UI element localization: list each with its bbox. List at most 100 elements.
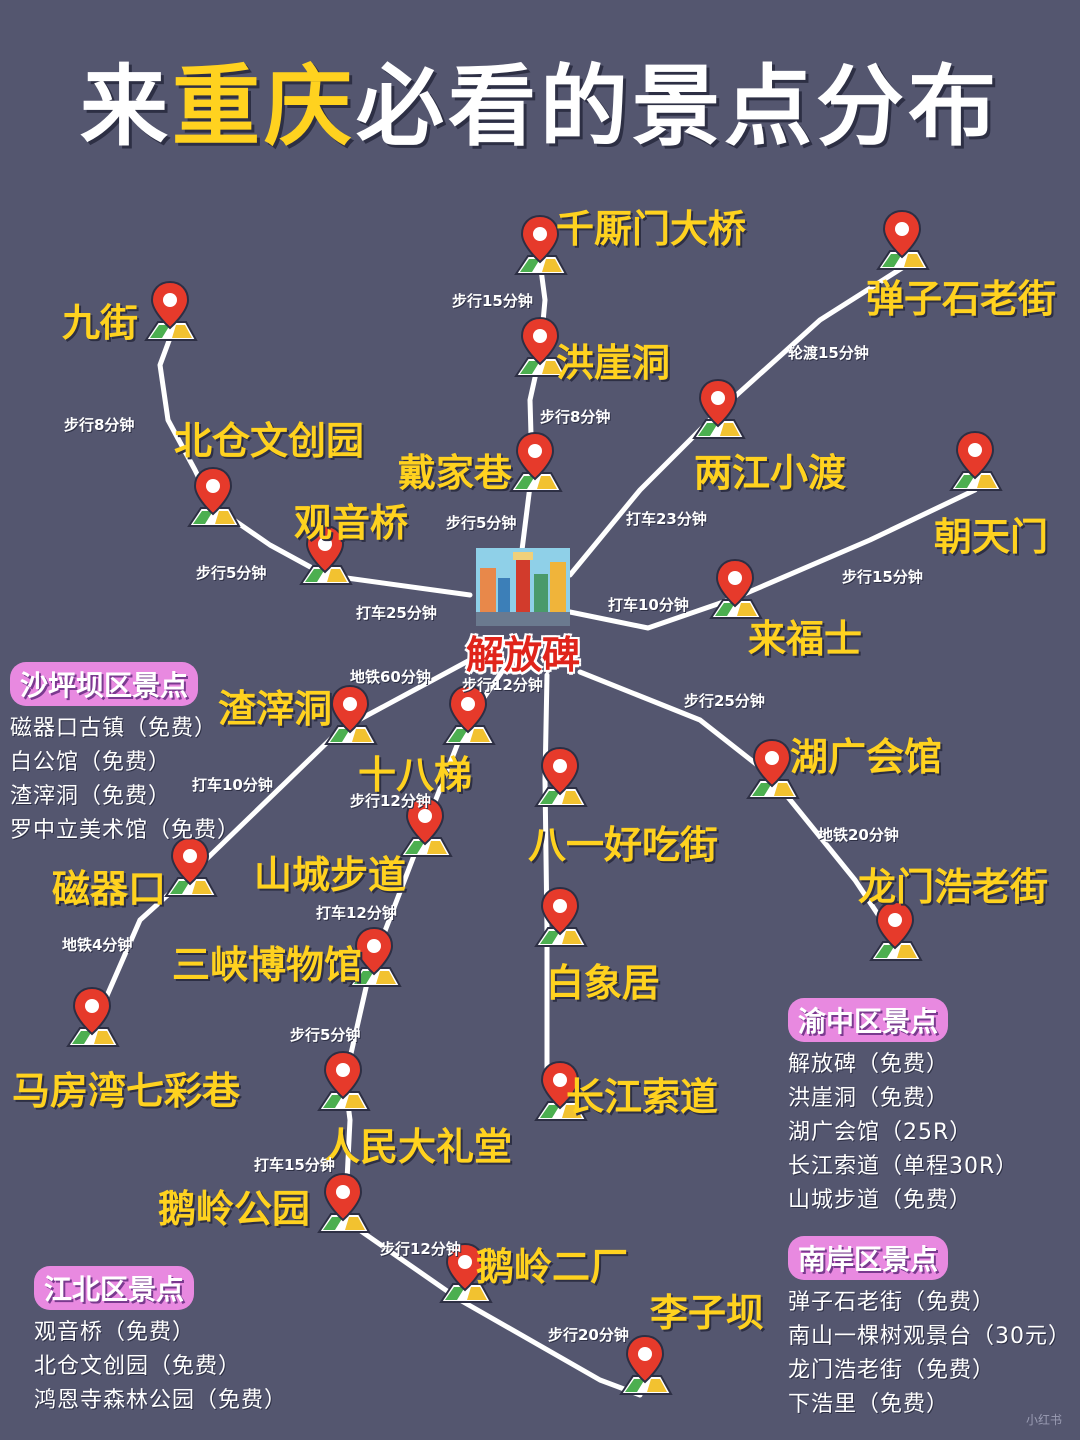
district-title: 江北区景点 (34, 1266, 195, 1310)
map-pin-huguang-icon (744, 736, 800, 802)
map-pin-shancheng-icon (397, 794, 453, 860)
district-item: 磁器口古镇（免费） (10, 716, 218, 741)
edge-huguang-longmenhao: 地铁20分钟 (818, 826, 899, 844)
map-pin-liangjiang-icon (690, 376, 746, 442)
district-jiangbei: 江北区景点 观音桥（免费） 北仓文创园（免费） 鸿恩寺森林公园（免费） (34, 1266, 287, 1418)
map-pin-bayi-icon (532, 744, 588, 810)
map-pin-daijiaxiang-icon (507, 429, 563, 495)
district-item: 鸿恩寺森林公园（免费） (34, 1388, 288, 1413)
place-liangjiang: 两江小渡 (694, 451, 847, 495)
place-shancheng: 山城步道 (254, 853, 407, 897)
edge-huguang-center: 步行25分钟 (684, 692, 765, 710)
district-item: 湖广会馆（25R） (788, 1120, 973, 1145)
place-ciqikou: 磁器口 (52, 867, 167, 911)
map-pin-eling2-icon (437, 1240, 493, 1306)
district-item: 长江索道（单程30R） (788, 1154, 1019, 1179)
district-item: 下浩里（免费） (788, 1392, 950, 1417)
edge-shancheng-sanxia: 打车12分钟 (316, 904, 397, 922)
edge-guanyinqiao-center: 打车25分钟 (356, 604, 437, 622)
district-item: 弹子石老街（免费） (788, 1290, 996, 1315)
map-pin-zhazidong-icon (322, 682, 378, 748)
edge-eling-eling2: 步行12分钟 (380, 1240, 461, 1258)
district-shapingba: 沙坪坝区景点 磁器口古镇（免费） 白公馆（免费） 渣滓洞（免费） 罗中立美术馆（… (10, 662, 240, 848)
page-title: 来重庆必看的景点分布 (79, 55, 1001, 158)
map-pin-suodao-icon (532, 1058, 588, 1124)
map-pin-hongyadong-icon (512, 314, 568, 380)
place-laifushi: 来福士 (748, 617, 863, 661)
route-longmenhao-center (577, 669, 898, 943)
map-pin-guanyinqiao-icon (297, 522, 353, 588)
place-bayi: 八一好吃街 (528, 823, 719, 867)
district-item: 山城步道（免费） (788, 1188, 973, 1213)
jiefangbei-icon (476, 548, 570, 626)
edge-ciqikou-mafangwan: 地铁4分钟 (62, 936, 133, 954)
place-guanyinqiao: 观音桥 (294, 501, 409, 545)
district-item: 罗中立美术馆（免费） (10, 818, 241, 843)
edge-shibati-center: 步行12分钟 (462, 676, 543, 694)
place-renmin: 人民大礼堂 (322, 1125, 513, 1169)
route-suodao-center (542, 672, 550, 1093)
place-sanxia: 三峡博物馆 (172, 943, 363, 987)
map-pin-eling-icon (315, 1170, 371, 1236)
map-pin-laifushi-icon (707, 556, 763, 622)
edge-liangjiang-center: 打车23分钟 (626, 510, 707, 528)
district-item: 白公馆（免费） (10, 750, 172, 775)
edge-danzishi-liangjiang: 轮渡15分钟 (788, 344, 869, 362)
edge-laifushi-center: 打车10分钟 (608, 596, 689, 614)
district-item: 龙门浩老街（免费） (788, 1358, 996, 1383)
place-suodao: 长江索道 (566, 1075, 719, 1119)
map-pin-baixiangju-icon (532, 884, 588, 950)
jiefangbei-label: 解放碑 (466, 633, 581, 677)
place-daijiaxiang: 戴家巷 (398, 451, 513, 495)
map-pin-jiujie-icon (142, 278, 198, 344)
edge-jiujie-beicang: 步行8分钟 (64, 416, 135, 434)
place-huguang: 湖广会馆 (790, 735, 943, 779)
district-item: 解放碑（免费） (788, 1052, 950, 1077)
district-nanan: 南岸区景点 弹子石老街（免费） 南山一棵树观景台（30元） 龙门浩老街（免费） … (788, 1236, 1071, 1422)
place-eling2: 鹅岭二厂 (476, 1245, 629, 1289)
edge-chaotianmen-laifushi: 步行15分钟 (842, 568, 923, 586)
district-item: 渣滓洞（免费） (10, 784, 172, 809)
district-yuzhong: 渝中区景点 解放碑（免费） 洪崖洞（免费） 湖广会馆（25R） 长江索道（单程3… (788, 998, 1018, 1218)
map-pin-qiansimen-icon (512, 212, 568, 278)
place-longmenhao: 龙门浩老街 (858, 865, 1049, 909)
map-pin-danzishi-icon (874, 207, 930, 273)
map-pin-sanxia-icon (346, 924, 402, 990)
district-title: 渝中区景点 (788, 998, 949, 1042)
edge-zhazidong-center: 地铁60分钟 (350, 668, 431, 686)
map-pin-ciqikou-icon (162, 834, 218, 900)
place-chaotianmen: 朝天门 (934, 515, 1049, 559)
district-title: 南岸区景点 (788, 1236, 949, 1280)
district-item: 洪崖洞（免费） (788, 1086, 950, 1111)
place-mafangwan: 马房湾七彩巷 (12, 1069, 241, 1113)
place-qiansimen: 千厮门大桥 (556, 207, 747, 251)
place-shibati: 十八梯 (358, 753, 473, 797)
edge-eling2-liziba: 步行20分钟 (548, 1326, 629, 1344)
district-title: 沙坪坝区景点 (10, 662, 199, 706)
map-pin-longmenhao-icon (867, 898, 923, 964)
district-item: 南山一棵树观景台（30元） (788, 1324, 1071, 1349)
map-pin-chaotianmen-icon (947, 428, 1003, 494)
map-pin-shibati-icon (440, 682, 496, 748)
map-pin-renmin-icon (315, 1048, 371, 1114)
edge-daijiaxiang-center: 步行5分钟 (446, 514, 517, 532)
place-danzishi: 弹子石老街 (866, 277, 1057, 321)
place-hongyadong: 洪崖洞 (556, 341, 671, 385)
place-baixiangju: 白象居 (546, 961, 661, 1005)
edge-sanxia-renmin: 步行5分钟 (290, 1026, 361, 1044)
edge-beicang-guanyinqiao: 步行5分钟 (196, 564, 267, 582)
edge-zhazidong-ciqikou: 打车10分钟 (192, 776, 273, 794)
watermark: 小红书 (1025, 1413, 1062, 1427)
map-pin-mafangwan-icon (64, 984, 120, 1050)
map-pin-beicang-icon (185, 464, 241, 530)
place-beicang: 北仓文创园 (174, 419, 365, 463)
edge-qiansimen-hongyadong: 步行15分钟 (452, 292, 533, 310)
place-zhazidong: 渣滓洞 (218, 687, 333, 731)
edge-hongyadong-daijiaxiang: 步行8分钟 (540, 408, 611, 426)
edge-renmin-eling: 打车15分钟 (254, 1156, 335, 1174)
district-item: 观音桥（免费） (34, 1320, 196, 1345)
map-pin-liziba-icon (617, 1332, 673, 1398)
district-item: 北仓文创园（免费） (34, 1354, 242, 1379)
place-eling: 鹅岭公园 (158, 1187, 311, 1231)
edge-shibati-shancheng: 步行12分钟 (350, 792, 431, 810)
